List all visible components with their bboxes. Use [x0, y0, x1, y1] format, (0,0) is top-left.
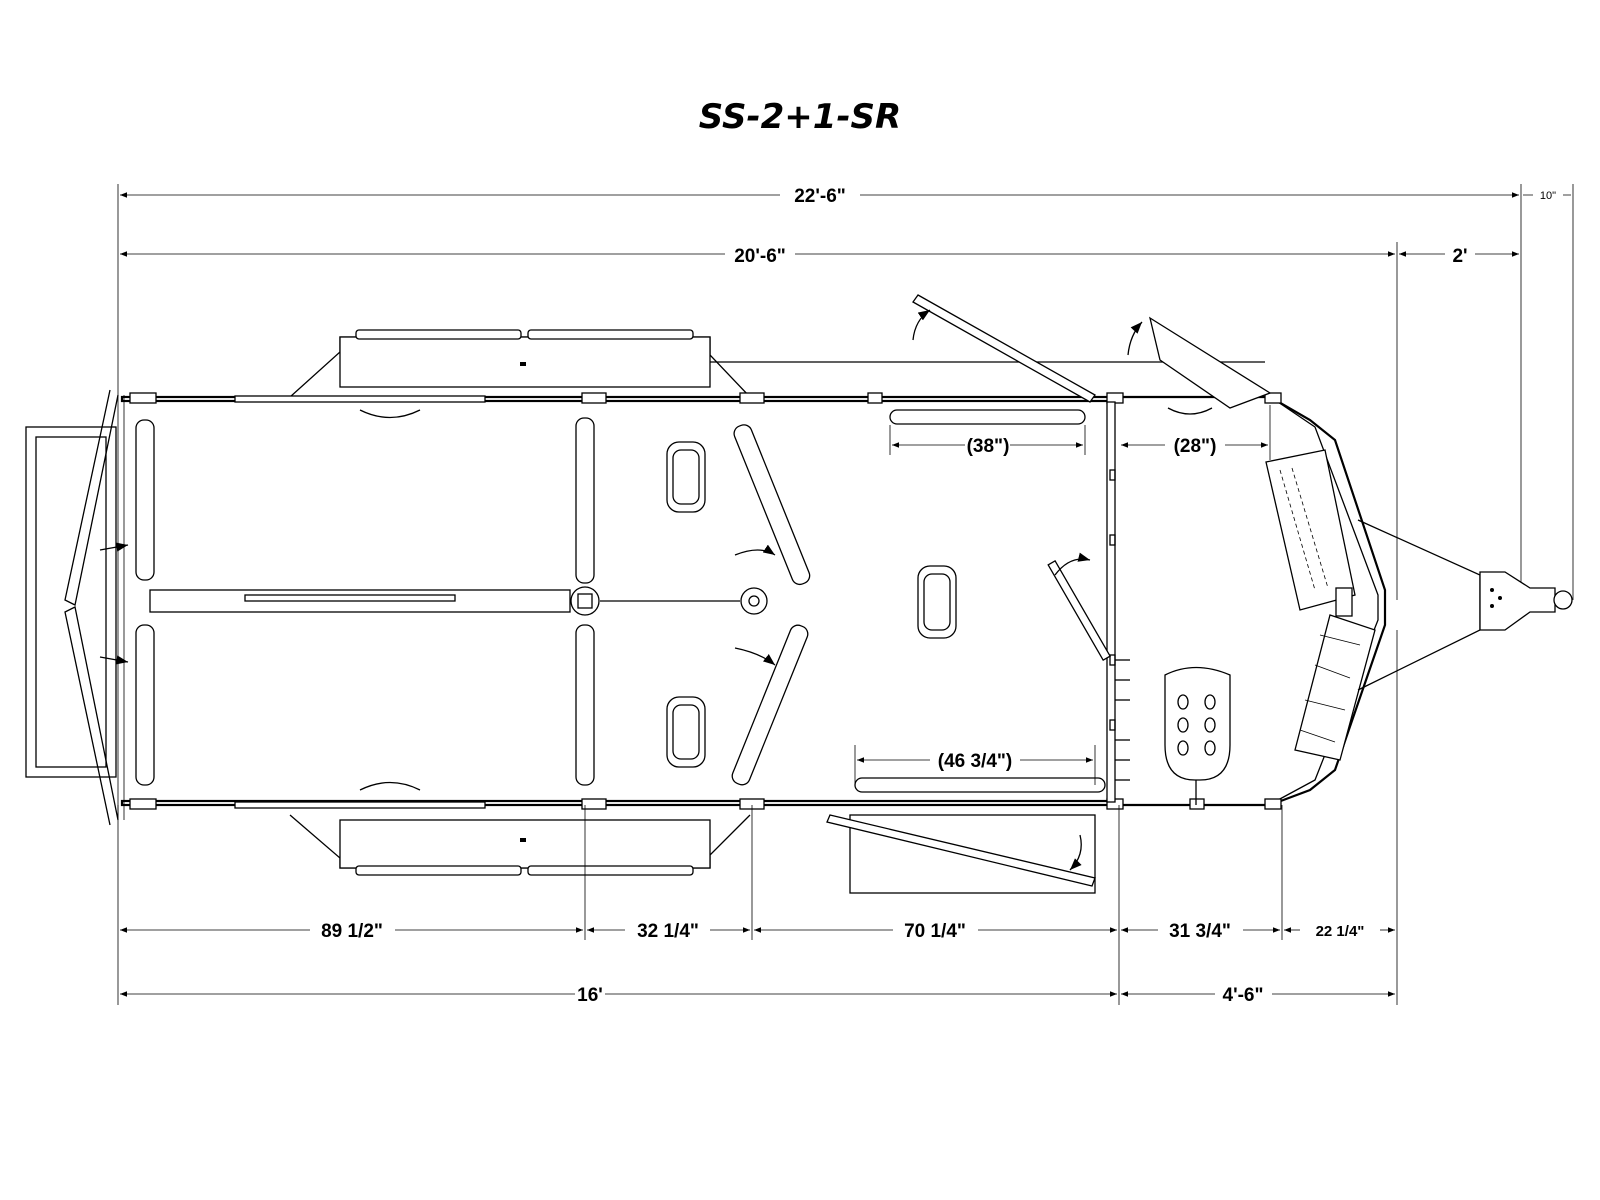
saddle-stand [1164, 666, 1231, 781]
tack-door-right [1149, 316, 1272, 409]
gooseneck-hitch [1357, 519, 1573, 691]
floor-vents [666, 441, 957, 768]
rear-divider-pad-bottom [135, 624, 155, 786]
drawing-title: SS-2+1-SR [699, 97, 901, 137]
svg-text:31 3/4": 31 3/4" [1169, 921, 1231, 942]
tongue-length-label: 2' [1452, 246, 1467, 267]
svg-text:(46 3/4"): (46 3/4") [938, 751, 1013, 772]
rear-ramp [25, 426, 117, 778]
bottom-dimensions: 89 1/2" 32 1/4" 70 1/4" 31 3/4" 22 1/4" … [117, 630, 1398, 1006]
water-tank [1335, 587, 1353, 617]
rear-doors [25, 389, 129, 826]
svg-text:89 1/2": 89 1/2" [321, 921, 383, 942]
side-door-leaf [826, 814, 1096, 887]
top-dimensions: 22'-6" 10" 20'-6" 2' [117, 182, 1574, 600]
spare-tire-rack [1294, 614, 1376, 761]
wheel-fenders [289, 329, 751, 876]
svg-text:(28"): (28") [1174, 436, 1217, 457]
tack-door-left [912, 294, 1096, 403]
hitch-ball [1553, 590, 1573, 610]
svg-text:(38"): (38") [967, 436, 1010, 457]
mid-divider-pad-bottom [575, 624, 595, 786]
dressing-room-partition [1047, 401, 1130, 803]
stall-dividers [135, 417, 811, 786]
svg-text:70 1/4": 70 1/4" [904, 921, 966, 942]
svg-text:4'-6": 4'-6" [1223, 985, 1264, 1006]
mid-divider-pad-top [575, 417, 595, 584]
trailer-body [120, 392, 1387, 810]
overall-length-label: 22'-6" [794, 186, 846, 207]
tack-doors [912, 294, 1272, 409]
box-length-label: 20'-6" [734, 246, 786, 267]
saddle-rack-top [889, 409, 1086, 425]
svg-text:32 1/4": 32 1/4" [637, 921, 699, 942]
dim-28: (28") [1121, 405, 1271, 460]
svg-text:22 1/4": 22 1/4" [1316, 923, 1365, 940]
dim-38: (38") [889, 425, 1086, 457]
rear-divider-pad-top [135, 419, 155, 581]
svg-text:16': 16' [577, 985, 603, 1006]
front-storage [1164, 449, 1376, 805]
coupler [1479, 571, 1556, 631]
saddle-rack-bottom [854, 777, 1106, 793]
side-escape-door: (46 3/4") [826, 745, 1096, 894]
coupler-length-label: 10" [1540, 190, 1556, 202]
